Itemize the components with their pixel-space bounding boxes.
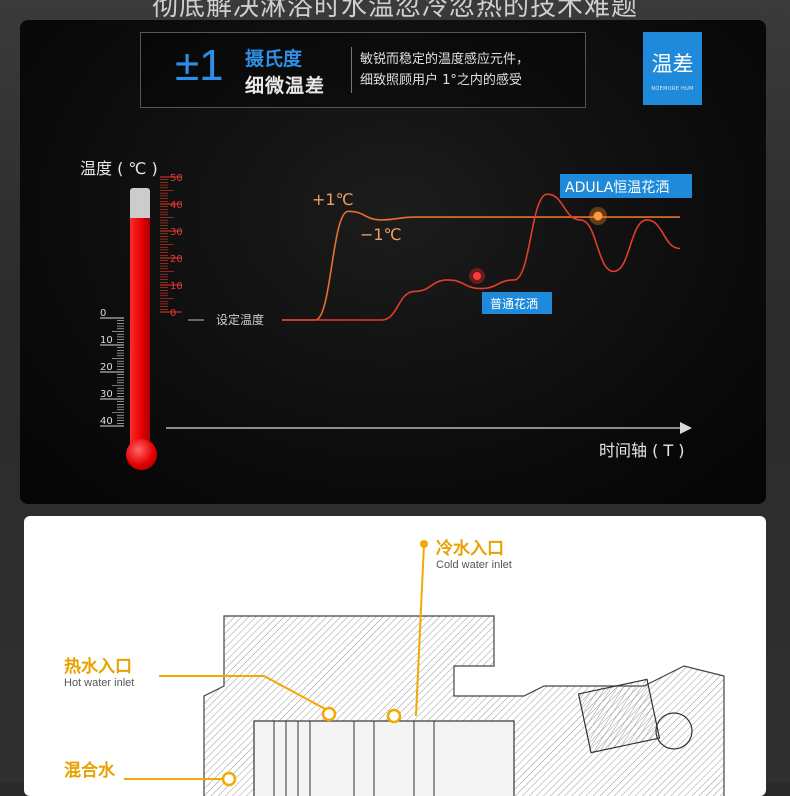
adjust-screw [655,712,693,750]
precision-header: ±1 摄氏度 细微温差 敏锐而稳定的温度感应元件， 细致照顾用户 1°之内的感受 [140,32,586,108]
lower-scale-label: 0 [100,308,106,319]
normal-label: 普通花洒 [490,296,538,311]
valve-diagram-panel: 冷水入口 Cold water inlet 热水入口 Hot water inl… [24,516,766,796]
minus-one-label: −1℃ [360,225,402,244]
thermometer-bulb [126,439,157,470]
plus-one-label: +1℃ [312,190,354,209]
valve-cross-section [124,540,725,796]
temperature-chart-panel: ±1 摄氏度 细微温差 敏锐而稳定的温度感应元件， 细致照顾用户 1°之内的感受… [20,20,766,504]
hot-inlet-callout-line [159,675,330,712]
upper-scale-label: 40 [170,200,183,211]
upper-scale-label: 20 [170,254,183,265]
thermometer-mercury [130,218,150,458]
unit-subtitle: 细微温差 [245,75,326,97]
hot-inlet-label-en: Hot water inlet [64,677,135,689]
cold-inlet-label-en: Cold water inlet [436,559,512,571]
lower-scale-label: 40 [100,416,113,427]
mixed-water-label: 混合水 [64,761,115,781]
setpoint-label: 设定温度 [216,312,264,327]
upper-scale-label: 30 [170,227,183,238]
description-line-2: 细致照顾用户 1°之内的感受 [360,73,522,88]
time-axis-label: 时间轴 ( T ) [599,441,685,460]
cold-inlet-callout: 冷水入口 Cold water inlet [436,534,512,571]
cold-inlet-ring [386,708,402,724]
description-line-1: 敏锐而稳定的温度感应元件， [360,52,530,67]
adula-label-box [560,174,692,198]
lower-scale-label: 10 [100,335,113,346]
unit-label: 摄氏度 [245,48,303,70]
normal-marker [473,272,481,280]
chart-series [281,193,681,321]
mixed-water-callout: 混合水 [64,756,115,781]
header-description: 敏锐而稳定的温度感应元件， 细致照顾用户 1°之内的感受 [360,49,529,91]
temperature-difference-badge: 温差 NOEMORE HUM [643,32,702,105]
thermo-element [577,678,661,754]
badge-title: 温差 [651,52,694,76]
hot-inlet-label: 热水入口 [64,657,132,677]
cold-inlet-label: 冷水入口 [436,539,504,559]
normal-series-line [281,193,681,321]
normal-label-box [482,292,552,314]
mixed-ring [221,771,237,787]
lower-temperature-scale: 0 10 20 30 40 [100,308,124,427]
upper-scale-label: 0 [170,308,176,319]
adula-marker [593,211,603,221]
header-divider [351,47,352,93]
y-axis-title: 温度 ( ℃ ) [80,159,158,178]
upper-scale-label: 50 [170,173,183,184]
lower-scale-label: 20 [100,362,113,373]
upper-scale-label: 10 [170,281,183,292]
temperature-chart: 时间轴 ( T ) 设定温度 50 40 30 20 10 0 0 10 20 30 40 +1℃… [100,173,692,460]
cold-inlet-anchor [420,540,428,548]
valve-cartridge [253,720,515,796]
upper-temperature-scale: 50 40 30 20 10 0 [160,173,183,319]
hot-inlet-callout: 热水入口 Hot water inlet [64,652,134,689]
badge-subtitle: NOEMORE HUM [651,86,694,92]
time-axis-arrow [680,422,692,434]
page-heading: 彻底解决淋浴时水温忽冷忽热的技术难题 [151,0,638,22]
adula-series-line [281,210,680,321]
adula-label: ADULA恒温花洒 [565,180,669,196]
lower-scale-label: 30 [100,389,113,400]
precision-value: ±1 [175,41,224,90]
cold-inlet-callout-line [415,543,425,717]
hot-inlet-ring [321,706,337,722]
